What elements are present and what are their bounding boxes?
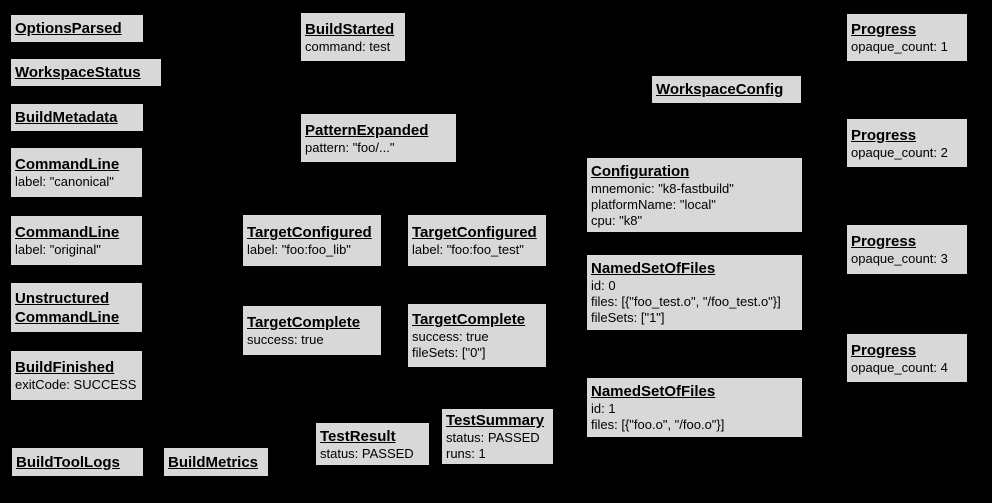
node-field: runs: 1 (446, 446, 486, 461)
node-field: platformName: "local" (591, 196, 716, 212)
node-title: Progress (851, 233, 917, 250)
node-field: files: [{"foo.o", "/foo.o"}] (591, 417, 725, 432)
node-field: id: 0 (591, 278, 616, 293)
node-title: CommandLine (15, 156, 120, 173)
node-test-result: TestResult status: PASSED (315, 422, 430, 466)
node-title: BuildMetadata (15, 109, 118, 126)
node-unstructured-command-line: Unstructured CommandLine (10, 282, 143, 333)
node-field: status: PASSED (446, 430, 540, 445)
node-field: fileSets: ["0"] (412, 345, 486, 360)
node-title: TargetComplete (412, 311, 526, 328)
node-field: id: 1 (591, 401, 616, 416)
node-title: Configuration (591, 162, 690, 180)
node-target-configured-foo-test: TargetConfigured label: "foo:foo_test" (407, 214, 547, 267)
node-progress-1: Progress opaque_count: 1 (846, 13, 968, 62)
node-configuration: Configuration mnemonic: "k8-fastbuild" p… (586, 157, 803, 233)
node-build-started: BuildStarted command: test (300, 12, 406, 62)
node-field: cpu: "k8" (591, 212, 643, 228)
node-field: label: "canonical" (15, 174, 114, 189)
node-workspace-config: WorkspaceConfig (651, 75, 802, 104)
node-target-complete-foo-lib: TargetComplete success: true (242, 305, 382, 356)
node-build-metadata: BuildMetadata (10, 103, 144, 132)
node-title: TargetConfigured (247, 224, 372, 241)
node-field: command: test (305, 38, 391, 54)
node-target-complete-foo-test: TargetComplete success: true fileSets: [… (407, 303, 547, 368)
node-title: BuildStarted (305, 20, 395, 38)
node-field: pattern: "foo/..." (305, 139, 395, 155)
node-field: opaque_count: 3 (851, 251, 948, 266)
node-field: opaque_count: 4 (851, 359, 948, 375)
node-field: success: true (412, 329, 489, 344)
node-field: exitCode: SUCCESS (15, 377, 137, 392)
node-title: WorkspaceStatus (15, 64, 141, 81)
node-title: PatternExpanded (305, 121, 429, 139)
node-title: BuildToolLogs (16, 453, 120, 471)
node-title: WorkspaceConfig (656, 81, 784, 98)
node-title: Progress (851, 126, 917, 144)
node-title: Progress (851, 21, 917, 38)
node-progress-3: Progress opaque_count: 3 (846, 224, 968, 275)
node-field: label: "original" (15, 242, 101, 257)
node-title: TestResult (320, 427, 396, 445)
node-target-configured-foo-lib: TargetConfigured label: "foo:foo_lib" (242, 214, 382, 267)
node-build-metrics: BuildMetrics (163, 447, 269, 477)
node-title: BuildFinished (15, 359, 115, 376)
node-title: BuildMetrics (168, 453, 259, 471)
node-progress-2: Progress opaque_count: 2 (846, 118, 968, 168)
node-field: opaque_count: 2 (851, 144, 948, 160)
node-named-set-of-files-1: NamedSetOfFiles id: 1 files: [{"foo.o", … (586, 377, 803, 438)
node-field: label: "foo:foo_test" (412, 242, 524, 257)
node-field: label: "foo:foo_lib" (247, 242, 351, 257)
node-title: NamedSetOfFiles (591, 260, 716, 277)
node-test-summary: TestSummary status: PASSED runs: 1 (441, 408, 554, 465)
node-field: status: PASSED (320, 445, 414, 461)
node-build-finished: BuildFinished exitCode: SUCCESS (10, 350, 143, 401)
node-command-line-canonical: CommandLine label: "canonical" (10, 147, 143, 198)
node-command-line-original: CommandLine label: "original" (10, 215, 143, 266)
node-workspace-status: WorkspaceStatus (10, 58, 162, 87)
node-pattern-expanded: PatternExpanded pattern: "foo/..." (300, 113, 457, 163)
node-field: opaque_count: 1 (851, 39, 948, 54)
node-named-set-of-files-0: NamedSetOfFiles id: 0 files: [{"foo_test… (586, 254, 803, 331)
node-title: NamedSetOfFiles (591, 383, 716, 400)
node-title: TargetComplete (247, 314, 361, 331)
node-field: mnemonic: "k8-fastbuild" (591, 180, 734, 196)
node-field: fileSets: ["1"] (591, 310, 665, 325)
node-options-parsed: OptionsParsed (10, 14, 144, 43)
node-title: Unstructured CommandLine (15, 289, 120, 326)
node-field: files: [{"foo_test.o", "/foo_test.o"}] (591, 294, 781, 309)
node-progress-4: Progress opaque_count: 4 (846, 333, 968, 383)
node-title: TargetConfigured (412, 224, 537, 241)
node-title: OptionsParsed (15, 20, 122, 37)
node-title: TestSummary (446, 412, 545, 429)
node-build-tool-logs: BuildToolLogs (11, 447, 144, 477)
node-field: success: true (247, 332, 324, 347)
node-title: Progress (851, 341, 917, 359)
node-title: CommandLine (15, 224, 120, 241)
